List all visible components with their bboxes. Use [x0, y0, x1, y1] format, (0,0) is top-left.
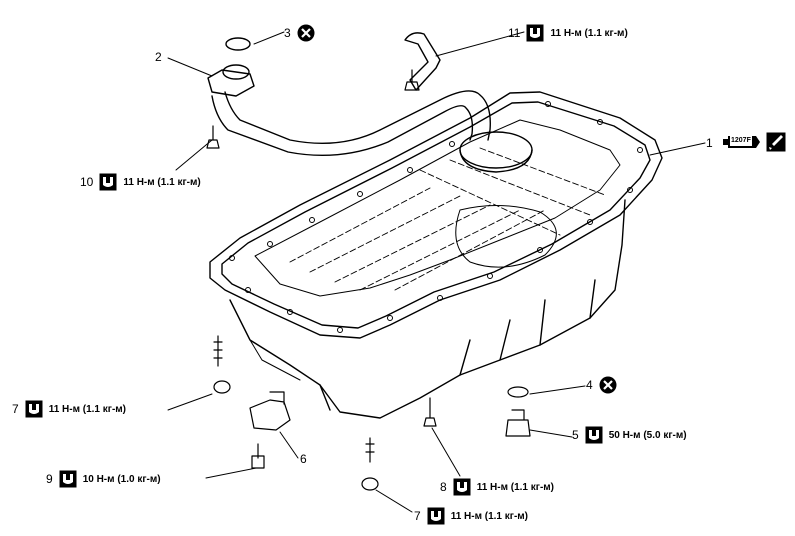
torque-wrench-icon: [99, 173, 117, 191]
part-number: 3: [284, 26, 291, 40]
bolt-8: [423, 397, 437, 427]
bolt-7a: [213, 335, 223, 367]
bolt-11: [404, 69, 420, 91]
bolt-9: [251, 443, 265, 469]
part-number: 11: [508, 26, 521, 40]
part-number: 6: [300, 452, 307, 466]
torque-wrench-icon: [585, 426, 603, 444]
part-number: 7: [12, 402, 19, 416]
part-number: 5: [572, 428, 579, 442]
callout-4: 4: [586, 376, 617, 394]
oil-pan: [209, 91, 663, 419]
torque-wrench-icon: [59, 470, 77, 488]
torque-value: 11 Н-м (1.1 кг-м): [550, 27, 628, 39]
callout-7b: 7 11 Н-м (1.1 кг-м): [414, 507, 528, 525]
torque-value: 11 Н-м (1.1 кг-м): [476, 481, 555, 493]
do-not-reuse-icon: [297, 24, 315, 42]
torque-wrench-icon: [25, 400, 43, 418]
do-not-reuse-icon: [599, 376, 617, 394]
oil-level-sensor: [249, 391, 291, 431]
nut-7b: [361, 477, 379, 491]
part-number: 7: [414, 509, 421, 523]
apply-sealant-icon: [766, 132, 786, 152]
callout-2: 2: [155, 50, 162, 64]
callout-8: 8 11 Н-м (1.1 кг-м): [440, 478, 554, 496]
o-ring: [225, 37, 251, 51]
callout-10: 10 11 Н-м (1.1 кг-м): [80, 173, 201, 191]
torque-wrench-icon: [427, 507, 445, 525]
callout-5: 5 50 Н-м (5.0 кг-м): [572, 426, 687, 444]
sealant-callout: 1207F: [722, 132, 786, 152]
drain-plug: [505, 409, 531, 437]
torque-value: 11 Н-м (1.1 кг-м): [450, 510, 529, 522]
callout-1: 1: [706, 136, 713, 150]
torque-value: 11 Н-м (1.1 кг-м): [48, 403, 127, 415]
leader-lines: [167, 31, 706, 513]
part-number: 2: [155, 50, 162, 64]
torque-value: 11 Н-м (1.1 кг-м): [123, 176, 201, 188]
bolt-7b: [365, 437, 375, 463]
callout-7a: 7 11 Н-м (1.1 кг-м): [12, 400, 126, 418]
part-number: 1: [706, 136, 713, 150]
callout-11: 11 11 Н-м (1.1 кг-м): [508, 24, 628, 42]
part-number: 10: [80, 175, 94, 189]
oil-strainer: [207, 32, 533, 173]
part-number: 9: [46, 472, 53, 486]
drain-gasket: [507, 386, 529, 398]
torque-wrench-icon: [453, 478, 471, 496]
nut-7a: [213, 380, 231, 394]
bolt-10: [206, 125, 220, 149]
part-number: 4: [586, 378, 593, 392]
part-number: 8: [440, 480, 447, 494]
sealant-label: 1207F: [730, 136, 752, 146]
callout-3: 3: [284, 24, 315, 42]
callout-6: 6: [300, 452, 307, 466]
torque-value: 50 Н-м (5.0 кг-м): [608, 429, 687, 441]
torque-wrench-icon: [526, 24, 544, 42]
torque-value: 10 Н-м (1.0 кг-м): [82, 473, 161, 485]
callout-9: 9 10 Н-м (1.0 кг-м): [46, 470, 161, 488]
sealant-tube-icon: 1207F: [722, 135, 762, 149]
